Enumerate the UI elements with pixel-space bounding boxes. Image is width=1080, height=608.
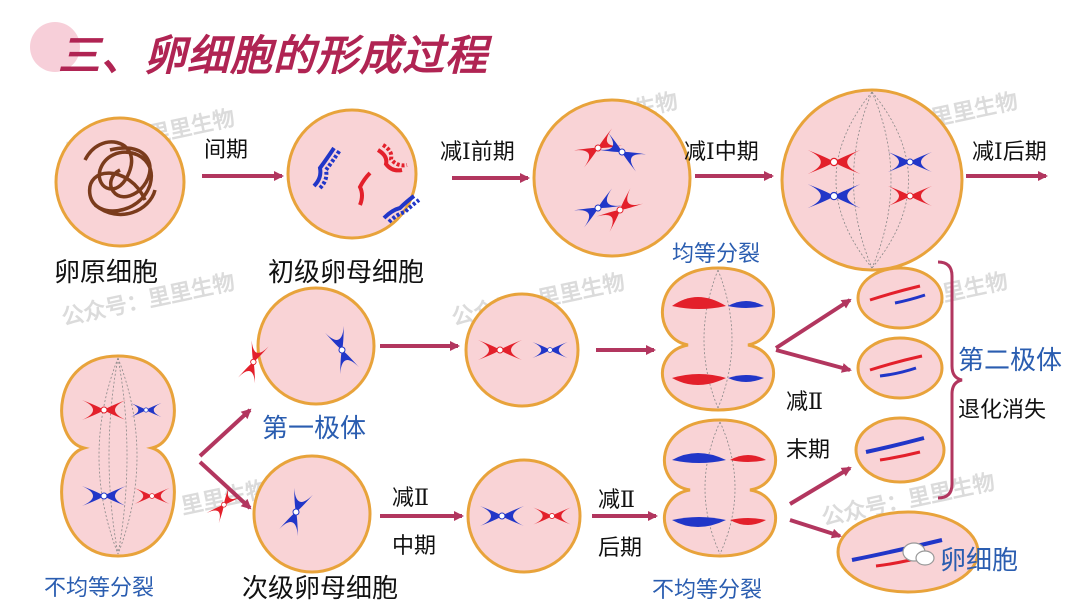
label-mii-telophase-bottom: 末期 [786,438,831,463]
arrow-to-egg [789,518,842,539]
label-mii-anaphase-top: 减Ⅱ [598,488,635,513]
label-unequal-division-right: 不均等分裂 [652,578,763,603]
secondary-oocyte-cell [206,454,372,574]
label-degenerate: 退化消失 [958,398,1047,423]
mii-metaphase-cell [466,458,582,574]
arrow-to-secondary-oocyte [198,460,252,510]
first-polar-body-cell [237,286,376,406]
label-unequal-division-left: 不均等分裂 [44,576,155,601]
label-egg-cell: 卵细胞 [940,546,1019,576]
arrow-to-first-polar-body [198,408,252,458]
wechat-icon [902,542,935,566]
tetrad-cell [532,98,692,258]
polar-body-metaphase-cell [464,292,580,408]
arrow-to-second-polar-2 [775,348,852,373]
label-mi-anaphase: 减Ⅰ后期 [972,140,1047,165]
label-mii-telophase-top: 减Ⅱ [786,390,823,415]
second-polar-body-2 [856,336,944,400]
arrow-to-second-polar-1 [774,298,852,350]
mi-telophase-cell [60,354,176,558]
primary-oocyte-cell [286,108,421,240]
title-badge [30,22,80,72]
label-second-polar-body: 第二极体 [958,346,1063,376]
label-mii-metaphase-bottom: 中期 [392,534,437,559]
second-polar-body-1 [856,266,944,330]
label-oogonium: 卵原细胞 [54,258,159,288]
label-mi-prophase: 减Ⅰ前期 [440,140,515,165]
arrow-to-second-polar-3 [788,466,852,506]
second-polar-body-3 [854,416,946,484]
mi-metaphase-cell [780,88,964,272]
mii-anaphase-cell [662,418,778,558]
label-primary-oocyte: 初级卵母细胞 [268,258,425,288]
label-interphase: 间期 [204,138,249,163]
label-mii-metaphase-top: 减Ⅱ [392,486,429,511]
brace [937,260,963,500]
label-first-polar-body: 第一极体 [262,414,367,444]
label-mii-anaphase-bottom: 后期 [598,536,643,561]
label-equal-division: 均等分裂 [672,242,761,267]
oogonium-cell [54,116,186,248]
polar-body-anaphase-cell [660,266,776,412]
label-mi-metaphase: 减Ⅰ中期 [684,140,759,165]
page-title: 三、卵细胞的形成过程 [58,31,489,80]
label-secondary-oocyte: 次级卵母细胞 [242,574,399,604]
